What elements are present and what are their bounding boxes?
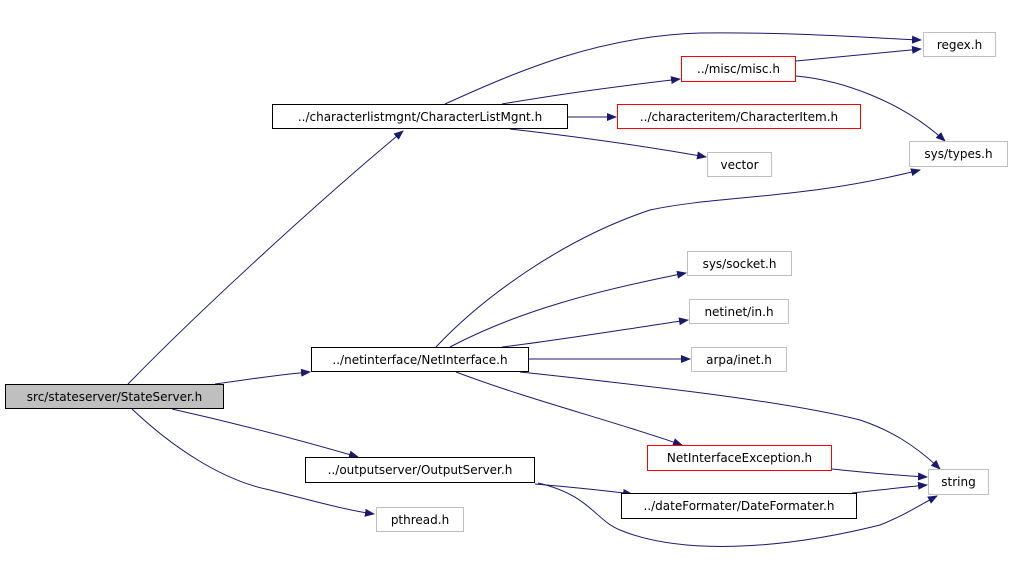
node-regex: regex.h xyxy=(923,32,996,57)
node-stateserver[interactable]: src/stateserver/StateServer.h xyxy=(5,384,224,409)
edge-ni-systypes xyxy=(435,168,921,348)
edge-os-dateformater xyxy=(534,483,633,497)
edge-stateserver-characterlistmgnt xyxy=(127,130,404,385)
edge-ni-netinetin xyxy=(501,317,689,348)
node-netinterfaceexception[interactable]: NetInterfaceException.h xyxy=(647,445,832,471)
edge-stateserver-netinterface xyxy=(214,368,311,385)
node-outputserver[interactable]: ../outputserver/OutputServer.h xyxy=(305,457,535,483)
edge-ni-nie xyxy=(455,371,683,446)
node-dateformater[interactable]: ../dateFormater/DateFormater.h xyxy=(621,493,857,519)
node-string: string xyxy=(928,469,989,495)
node-characteritem[interactable]: ../characteritem/CharacterItem.h xyxy=(617,104,861,129)
edge-misc-regex xyxy=(795,45,922,62)
node-pthread: pthread.h xyxy=(376,507,464,532)
edge-ni-string xyxy=(519,371,941,470)
node-syssocket: sys/socket.h xyxy=(687,251,792,276)
node-misc[interactable]: ../misc/misc.h xyxy=(681,56,796,82)
edge-clm-vector xyxy=(509,128,707,160)
edge-os-string xyxy=(537,482,938,547)
edge-stateserver-outputserver xyxy=(171,408,359,459)
node-netinetin: netinet/in.h xyxy=(689,299,789,324)
edge-nie-string xyxy=(831,468,928,481)
node-netinterface[interactable]: ../netinterface/NetInterface.h xyxy=(311,347,529,372)
edge-clm-misc xyxy=(501,76,681,105)
node-systypes: sys/types.h xyxy=(909,141,1008,167)
edge-ni-syssocket xyxy=(449,270,687,348)
node-characterlistmgnt[interactable]: ../characterlistmgnt/CharacterListMgnt.h xyxy=(272,104,568,129)
edge-misc-systypes xyxy=(795,75,946,142)
node-vector: vector xyxy=(707,152,772,177)
edge-clm-regex xyxy=(444,32,922,105)
edge-stateserver-pthread xyxy=(131,408,375,517)
node-arpainet: arpa/inet.h xyxy=(691,347,787,372)
edge-df-string xyxy=(851,481,928,494)
